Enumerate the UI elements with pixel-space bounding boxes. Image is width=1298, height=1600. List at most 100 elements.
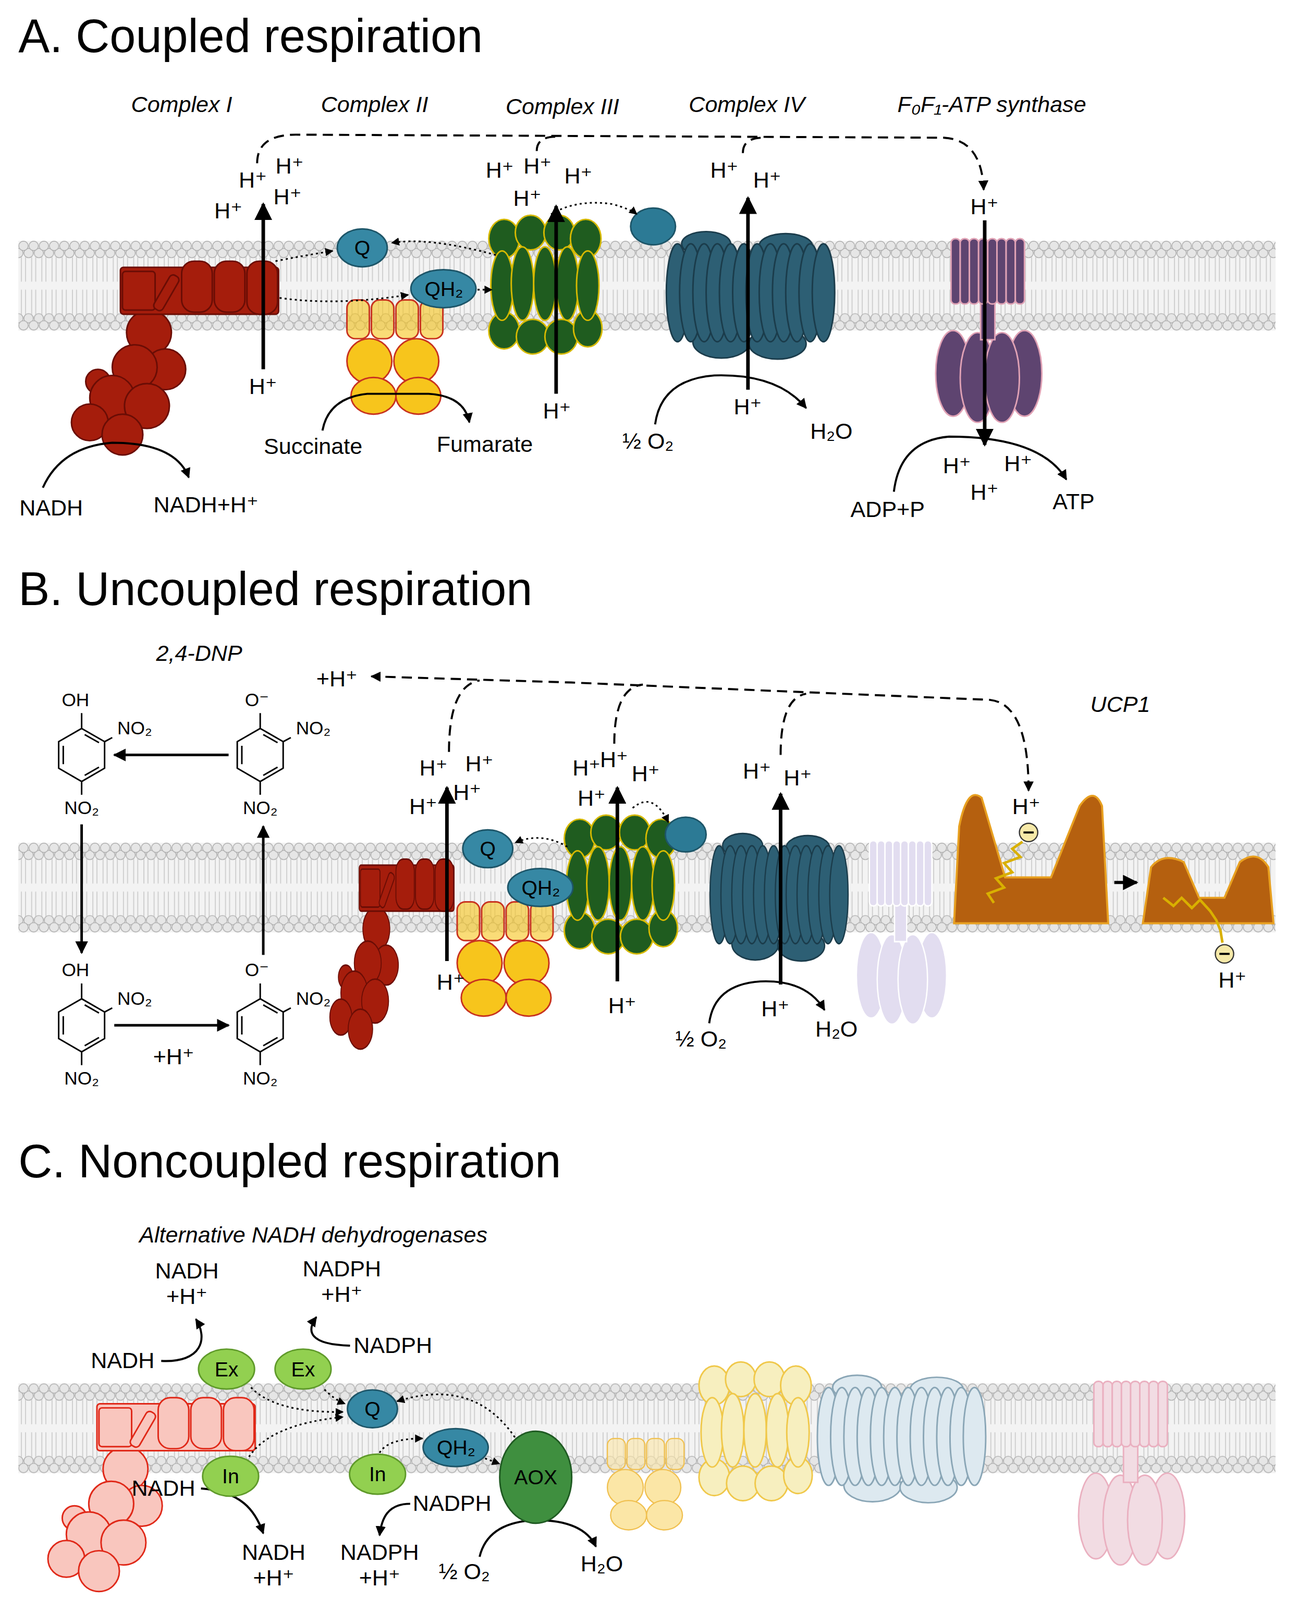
text-label: H⁺ — [542, 397, 571, 424]
italic-label: 2,4-DNP — [155, 640, 242, 667]
molecule-node: QH₂ — [410, 269, 477, 309]
text-label: NO₂ — [64, 797, 100, 819]
panel-title: A. Coupled respiration — [18, 8, 483, 64]
text-label: NADPH — [412, 1490, 492, 1517]
molecule-node: AOX — [498, 1430, 573, 1525]
arrows-b — [371, 676, 1030, 1024]
text-label: H⁺ — [214, 197, 243, 224]
text-label: +H⁺ — [316, 665, 358, 692]
text-label: NADH — [19, 494, 83, 521]
text-label: NADH+H⁺ — [153, 491, 259, 518]
italic-label: Complex IV — [688, 91, 805, 118]
complexes-c — [47, 1362, 1185, 1592]
molecule-node: Q — [336, 228, 388, 268]
panel-title: C. Noncoupled respiration — [18, 1134, 561, 1189]
text-label: H⁺ — [742, 757, 771, 784]
italic-label: Alternative NADH dehydrogenases — [139, 1221, 488, 1248]
text-label: NADPH — [353, 1332, 433, 1359]
text-label: ADP+P — [850, 496, 925, 523]
node-ellipse — [347, 1390, 398, 1429]
panel-title: B. Uncoupled respiration — [18, 561, 533, 617]
text-label: NADH +H⁺ — [241, 1539, 306, 1591]
text-label: NO₂ — [296, 988, 332, 1010]
text-label: H⁺ — [436, 969, 465, 996]
node-text: Ex — [291, 1357, 316, 1381]
text-label: H₂O — [580, 1550, 623, 1577]
italic-label: Complex II — [321, 91, 429, 118]
text-label: H⁺ — [733, 393, 762, 420]
node-ellipse — [499, 1431, 572, 1524]
node-ellipse — [275, 1349, 332, 1390]
text-label: NADH +H⁺ — [155, 1257, 219, 1310]
text-label: OH — [61, 959, 90, 981]
molecule-node: Ex — [198, 1349, 256, 1390]
node-text: QH₂ — [521, 876, 560, 899]
electron-flow-connector — [484, 1458, 500, 1464]
text-label: H⁺ — [943, 452, 972, 479]
text-label: NO₂ — [242, 1068, 278, 1089]
text-label: H⁺ — [1012, 793, 1041, 820]
molecule-node: In — [202, 1455, 260, 1497]
text-label: H⁺ — [761, 995, 790, 1022]
text-label: NADPH +H⁺ — [340, 1539, 420, 1591]
node-ellipse — [423, 1428, 489, 1467]
text-label: H⁺ — [970, 479, 999, 506]
node-text: In — [222, 1465, 240, 1488]
text-label: H⁺ — [1218, 966, 1247, 994]
text-label: H⁺ — [465, 750, 494, 777]
text-label: H⁺ — [577, 785, 606, 812]
text-label: O⁻ — [245, 689, 269, 710]
node-ellipse — [462, 829, 513, 868]
text-label: H⁺ — [599, 746, 629, 773]
ucp1 — [953, 794, 1274, 964]
text-label: NADPH +H⁺ — [302, 1255, 382, 1308]
text-label: H⁺ — [564, 162, 593, 189]
italic-label: Complex I — [131, 91, 233, 118]
text-label: H⁺ — [608, 992, 637, 1019]
text-label: +H⁺ — [153, 1043, 195, 1070]
node-text: In — [369, 1463, 387, 1486]
text-label: H⁺ — [409, 793, 438, 820]
text-label: H⁺ — [238, 166, 267, 193]
text-label: NO₂ — [117, 717, 153, 739]
text-label: H⁺ — [572, 754, 601, 781]
italic-label: F₀F₁-ATP synthase — [897, 91, 1087, 118]
text-label: H⁺ — [419, 754, 448, 781]
molecule-node: In — [348, 1453, 407, 1495]
arrows-c — [161, 1317, 596, 1558]
node-ellipse — [508, 868, 574, 908]
text-label: H₂O — [815, 1015, 858, 1043]
node-text: Ex — [214, 1357, 239, 1381]
text-label: ½ O₂ — [438, 1558, 491, 1585]
text-label: OH — [61, 689, 90, 710]
text-label: NADH — [90, 1347, 155, 1374]
text-label: ½ O₂ — [622, 427, 674, 455]
text-label: H⁺ — [753, 166, 782, 193]
text-label: NO₂ — [117, 988, 153, 1010]
text-label: H⁺ — [513, 185, 542, 212]
text-label: H⁺ — [452, 779, 482, 806]
text-label: H⁺ — [709, 156, 739, 183]
node-ellipse — [349, 1454, 406, 1495]
node-ellipse — [202, 1456, 259, 1497]
node-ellipse — [198, 1349, 255, 1390]
node-text: QH₂ — [424, 277, 464, 300]
text-label: H⁺ — [273, 182, 302, 210]
complexes-b — [329, 815, 947, 1050]
node-text: Q — [354, 236, 371, 260]
text-label: NO₂ — [242, 797, 278, 819]
node-text: Q — [479, 837, 496, 861]
text-label: NO₂ — [64, 1068, 100, 1089]
text-label: ATP — [1052, 488, 1095, 515]
node-ellipse — [337, 228, 388, 267]
text-label: NO₂ — [296, 717, 332, 739]
text-label: H⁺ — [523, 152, 552, 179]
node-text: QH₂ — [436, 1436, 476, 1460]
text-label: H⁺ — [485, 156, 514, 183]
molecule-node: QH₂ — [422, 1428, 489, 1468]
dnp-cycle — [58, 713, 291, 1065]
italic-label: UCP1 — [1090, 691, 1151, 718]
